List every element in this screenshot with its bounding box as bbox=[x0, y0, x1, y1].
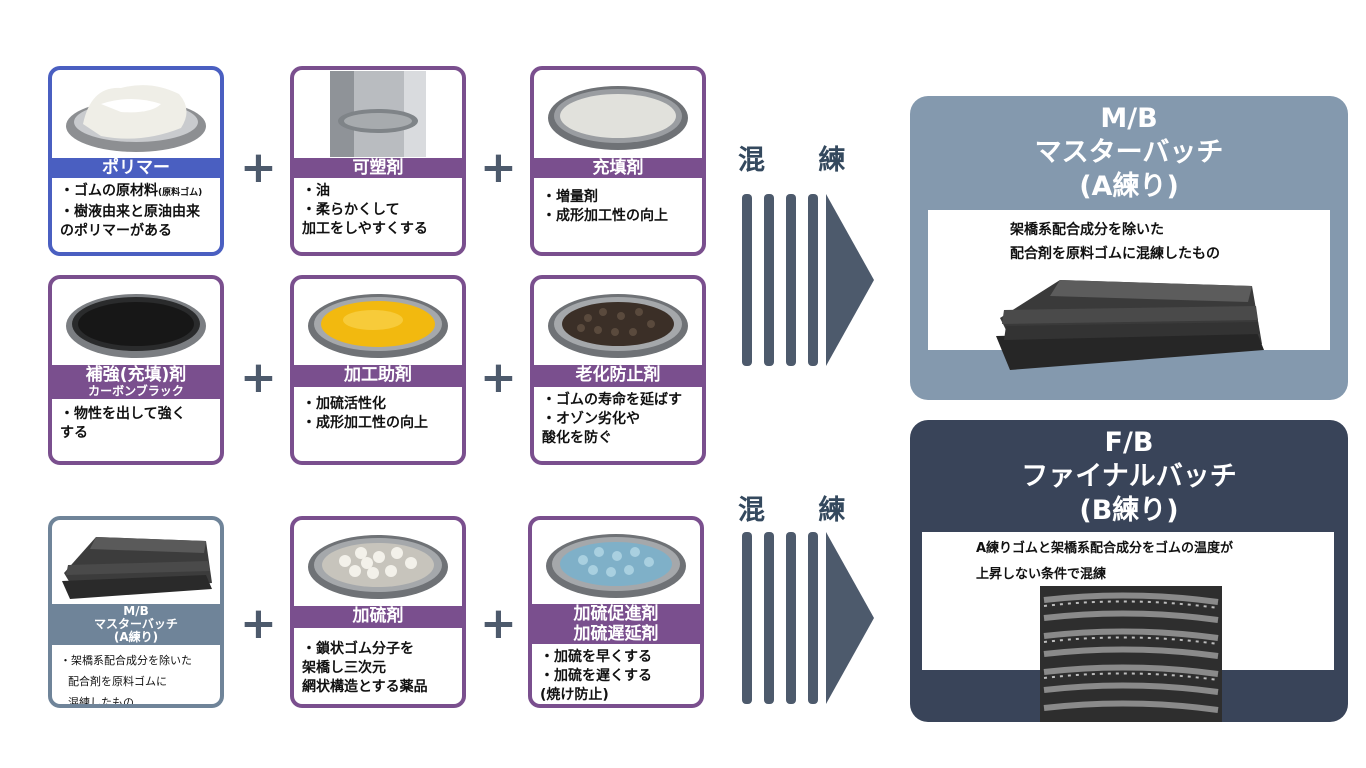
card-title: 加硫促進剤 加硫遅延剤 bbox=[532, 604, 700, 644]
card-title-text: 補強(充填)剤 bbox=[85, 365, 187, 385]
bullet-item: ・柔らかくして 加工をしやすくする bbox=[302, 202, 428, 237]
card-subtitle: カーボンブラック bbox=[88, 384, 184, 398]
oil-metal-cup-image bbox=[294, 70, 462, 158]
mottled-rubber-strips-image bbox=[1040, 586, 1222, 722]
card-title: 充填剤 bbox=[534, 158, 702, 178]
rubber-sheets-image bbox=[996, 280, 1264, 370]
plus-icon: + bbox=[480, 598, 517, 649]
result-description: 架橋系配合成分を除いた 配合剤を原料ゴムに混練したもの bbox=[1010, 222, 1220, 262]
bullet-item: ・オゾン劣化や 酸化を防ぐ bbox=[542, 411, 640, 446]
white-powder-dish-image bbox=[534, 70, 702, 158]
brown-pellets-dish-image bbox=[534, 279, 702, 365]
card-processing-aid: 加工助剤 ・加硫活性化 ・成形加工性の向上 bbox=[290, 275, 466, 465]
bullet-item: 配合剤を原料ゴムに bbox=[68, 675, 167, 688]
card-vulcanizer: 加硫剤 ・鎖状ゴム分子を 架橋し三次元 網状構造とする薬品 bbox=[290, 516, 466, 708]
white-rubber-dish-image bbox=[52, 70, 220, 158]
card-title: 可塑剤 bbox=[294, 158, 462, 178]
mix-arrow-icon bbox=[742, 194, 874, 366]
plus-icon: + bbox=[480, 352, 517, 403]
card-title: 加硫剤 bbox=[294, 606, 462, 628]
bullet-item: ・加硫を遅くする (焼け防止) bbox=[540, 668, 652, 703]
plus-icon: + bbox=[240, 352, 277, 403]
result-description: A練りゴムと架橋系配合成分をゴムの温度が 上昇しない条件で混練 bbox=[976, 541, 1234, 582]
result-title: M/B マスターバッチ (A練り) bbox=[1034, 103, 1224, 202]
bullet-item: ・ゴムの原材料(原料ゴム) bbox=[60, 183, 203, 199]
card-antioxidant: 老化防止剤 ・ゴムの寿命を延ばす ・オゾン劣化や 酸化を防ぐ bbox=[530, 275, 706, 465]
bullet-item: ・加硫活性化 bbox=[302, 396, 386, 412]
bullet-item: ・油 bbox=[302, 183, 330, 199]
card-title-line: M/B bbox=[123, 604, 149, 618]
bullet-item: ・増量剤 bbox=[542, 189, 598, 205]
card-accelerator: 加硫促進剤 加硫遅延剤 ・加硫を早くする ・加硫を遅くする (焼け防止) bbox=[528, 516, 704, 708]
plus-icon: + bbox=[240, 142, 277, 193]
blue-pellets-dish-image bbox=[532, 520, 700, 604]
card-title: 補強(充填)剤 カーボンブラック bbox=[52, 365, 220, 399]
card-title-line: 加硫遅延剤 bbox=[573, 624, 659, 644]
card-title: 老化防止剤 bbox=[534, 365, 702, 387]
card-title: 加工助剤 bbox=[294, 365, 462, 387]
card-title: M/B マスターバッチ (A練り) bbox=[52, 604, 220, 645]
bullet-item: ・樹液由来と原油由来 のポリマーがある bbox=[60, 204, 200, 239]
bullet-item: ・成形加工性の向上 bbox=[542, 208, 668, 224]
plus-icon: + bbox=[480, 142, 517, 193]
card-title-line: (A練り) bbox=[113, 630, 159, 644]
card-plasticizer: 可塑剤 ・油 ・柔らかくして 加工をしやすくする bbox=[290, 66, 466, 256]
card-filler: 充填剤 ・増量剤 ・成形加工性の向上 bbox=[530, 66, 706, 256]
bullet-item: ・ゴムの寿命を延ばす bbox=[542, 392, 682, 408]
card-title-line: 加硫促進剤 bbox=[573, 604, 659, 624]
bullet-item: 混練したもの bbox=[68, 696, 134, 708]
carbon-black-dish-image bbox=[52, 279, 220, 365]
result-finalbatch: F/B ファイナルバッチ (B練り) A練りゴムと架橋系配合成分をゴムの温度が … bbox=[910, 420, 1348, 722]
mix-label: 混 練 bbox=[738, 495, 868, 526]
rubber-sheets-image bbox=[52, 520, 220, 604]
mix-label: 混 練 bbox=[738, 145, 868, 176]
bullet-item: ・鎖状ゴム分子を 架橋し三次元 網状構造とする薬品 bbox=[302, 641, 428, 695]
card-title-line: マスターバッチ bbox=[94, 617, 178, 631]
bullet-item: ・物性を出して強く する bbox=[60, 406, 186, 441]
result-title: F/B ファイナルバッチ (B練り) bbox=[1021, 427, 1237, 526]
card-title: ポリマー bbox=[52, 158, 220, 178]
yellow-powder-dish-image bbox=[294, 279, 462, 365]
card-polymer: ポリマー ・ゴムの原材料(原料ゴム) ・樹液由来と原油由来 のポリマーがある bbox=[48, 66, 224, 256]
card-masterbatch: M/B マスターバッチ (A練り) ・架橋系配合成分を除いた 配合剤を原料ゴムに… bbox=[48, 516, 224, 708]
bullet-item: ・加硫を早くする bbox=[540, 649, 652, 665]
bullet-item: ・架橋系配合成分を除いた bbox=[60, 654, 192, 667]
bullet-item: ・成形加工性の向上 bbox=[302, 415, 428, 431]
mix-arrow-icon bbox=[742, 532, 874, 704]
card-reinforcer: 補強(充填)剤 カーボンブラック ・物性を出して強く する bbox=[48, 275, 224, 465]
plus-icon: + bbox=[240, 598, 277, 649]
result-masterbatch: M/B マスターバッチ (A練り) 架橋系配合成分を除いた 配合剤を原料ゴムに混… bbox=[910, 96, 1348, 400]
white-pellets-dish-image bbox=[294, 520, 462, 606]
